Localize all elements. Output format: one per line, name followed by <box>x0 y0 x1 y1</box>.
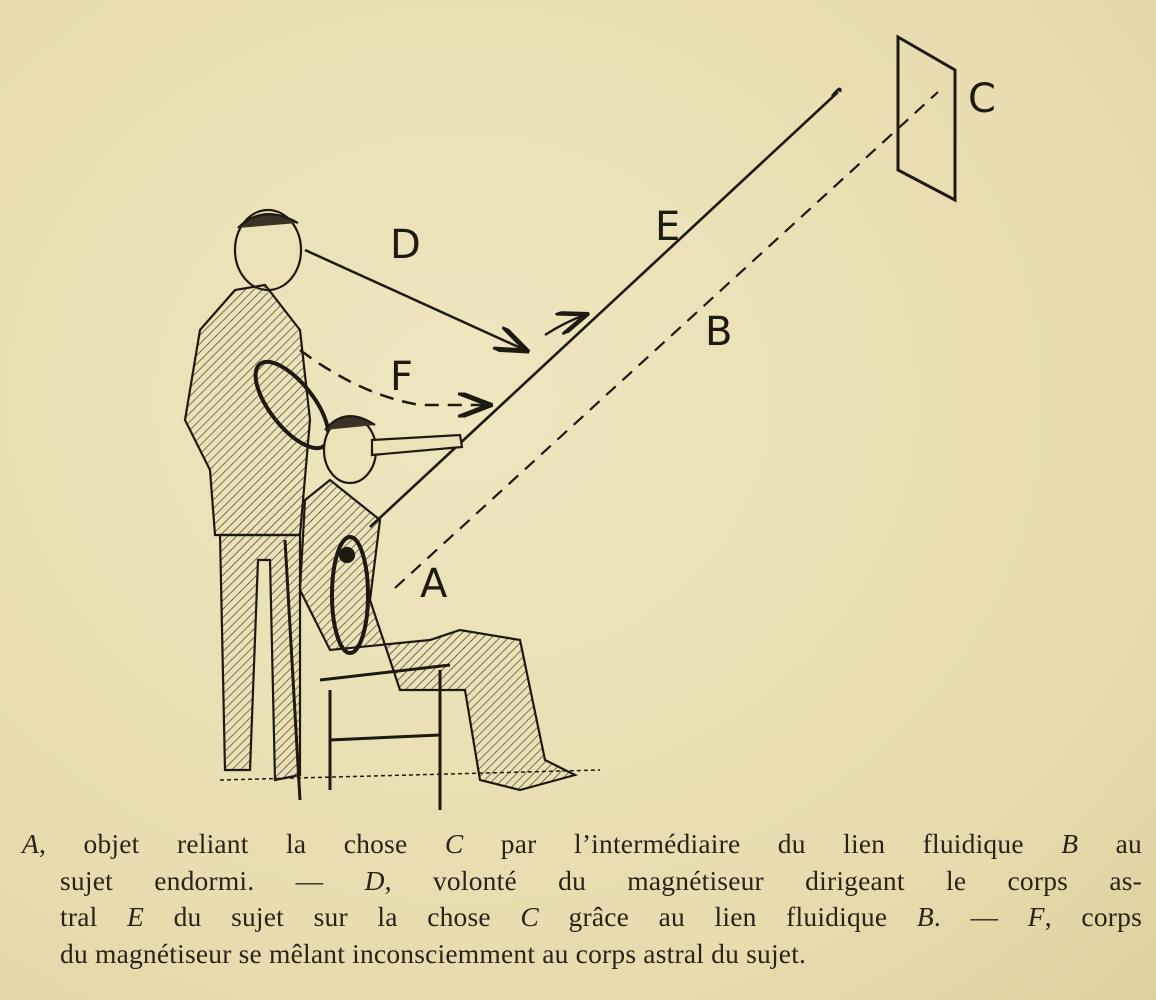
caption-figure-letter: A <box>22 828 39 859</box>
astral-line-e <box>369 91 839 528</box>
caption-text: sujet endormi. — <box>60 864 365 896</box>
standing-magnetizer <box>183 208 312 782</box>
caption-figure-letter: B <box>916 901 934 932</box>
object-c-panel <box>896 34 957 203</box>
illustration-magnetiseur: C D E B F A <box>183 34 996 810</box>
chair <box>283 539 451 810</box>
caption-line: du magnétiseur se mêlant inconsciemment … <box>22 936 1142 973</box>
body-arrow-f <box>299 348 488 405</box>
caption-text: du sujet sur la chose <box>144 901 521 932</box>
label-d: D <box>390 222 421 268</box>
caption-figure-letter: D <box>364 864 385 896</box>
label-c: C <box>968 76 996 122</box>
caption-text: du magnétiseur se mêlant inconsciemment … <box>60 937 807 969</box>
caption-text: , corps <box>1044 901 1142 932</box>
caption-line: A, objet reliant la chose C par l’interm… <box>22 826 1142 863</box>
caption-text: , volonté du magnétiseur dirigeant le co… <box>384 864 1142 896</box>
caption-text: grâce au lien fluidique <box>538 901 917 932</box>
label-a: A <box>420 561 448 607</box>
caption-text: par l’intermédiaire du lien fluidique <box>463 828 1062 859</box>
caption-text: tral <box>60 901 128 932</box>
caption-line: tral E du sujet sur la chose C grâce au … <box>22 899 1142 936</box>
caption-figure-letter: F <box>1027 901 1045 932</box>
caption-figure-letter: B <box>1061 828 1079 859</box>
caption-figure-letter: C <box>444 828 464 859</box>
caption-figure-letter: E <box>127 901 145 932</box>
fluid-link-b <box>394 91 939 589</box>
label-f: F <box>390 354 413 400</box>
caption-figure-letter: C <box>520 901 539 932</box>
caption-text: . — <box>933 901 1028 932</box>
figure-caption: A, objet reliant la chose C par l’interm… <box>22 826 1142 972</box>
caption-text: au <box>1078 828 1142 859</box>
will-arrow-d <box>304 248 525 350</box>
seated-subject <box>298 415 579 792</box>
caption-text: , objet reliant la chose <box>39 828 445 859</box>
label-b: B <box>705 309 732 355</box>
caption-line: sujet endormi. — D, volonté du magnétise… <box>22 863 1142 900</box>
label-e: E <box>655 204 680 250</box>
